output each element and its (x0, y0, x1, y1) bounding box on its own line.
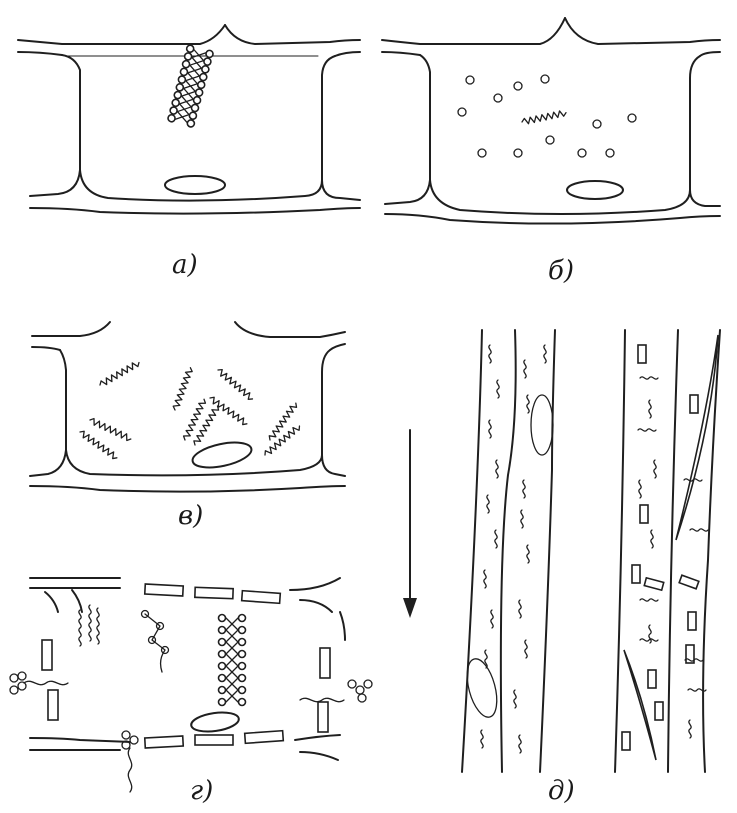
escaping-chain-left (10, 672, 68, 694)
panel-b-cell (382, 18, 720, 224)
panel-d-label: д) (548, 778, 575, 804)
panel-d-fibers-right (615, 330, 720, 772)
panel-b-label: б) (548, 258, 574, 284)
escaping-chain-bottom (122, 731, 138, 792)
membrane-bilayer-a (167, 44, 214, 127)
membrane-bilayer-g (219, 615, 246, 706)
cellulose-chains-v (78, 360, 301, 460)
released-fragments-g (79, 605, 169, 672)
panel-v-label: в) (178, 503, 203, 529)
panel-a-label: а) (172, 252, 198, 278)
panel-g-cell (10, 578, 372, 792)
panel-a-cell (18, 25, 360, 214)
panel-g-label: г) (190, 778, 213, 804)
transition-arrow (403, 430, 417, 618)
panel-d-fibers-left (462, 330, 555, 772)
panel-v-cell (30, 322, 345, 492)
escaping-chain-right (300, 680, 372, 702)
